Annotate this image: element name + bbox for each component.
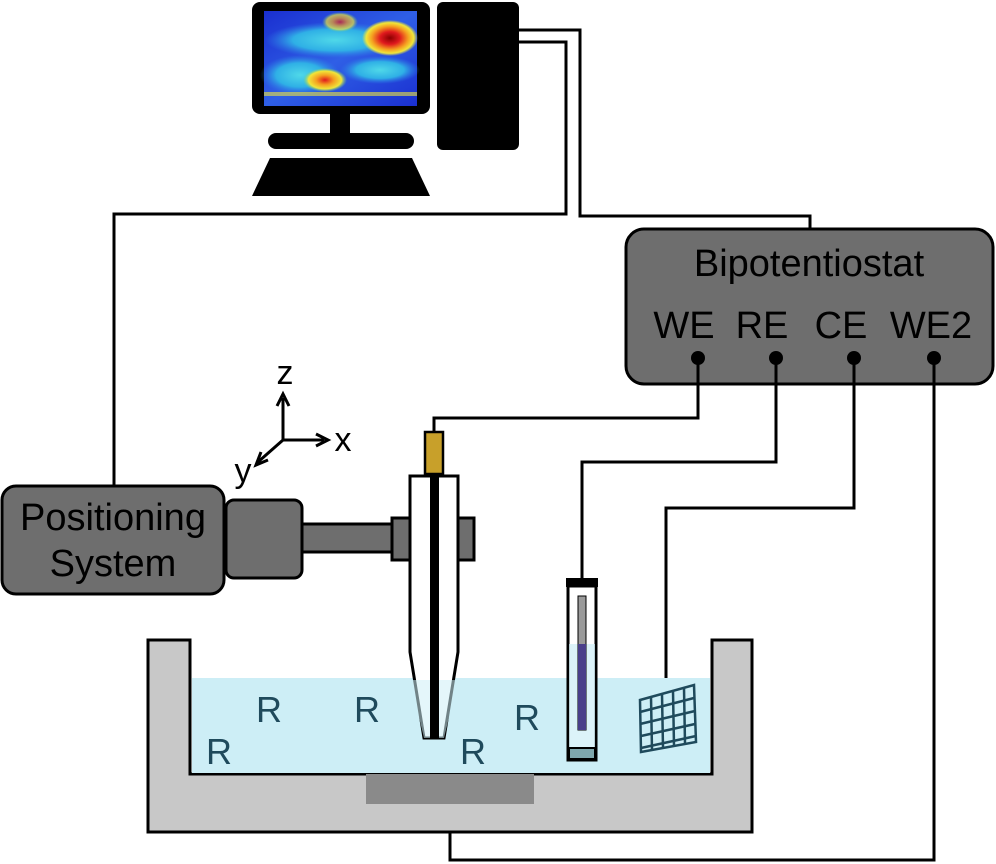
- positioning-system-label-line2: System: [50, 543, 177, 585]
- positioning-system-label-line1: Positioning: [20, 497, 206, 539]
- axis-z-label: z: [277, 354, 294, 392]
- we-wire: [432, 358, 700, 432]
- bipotentiostat-title: Bipotentiostat: [694, 243, 925, 285]
- species-label: R: [206, 731, 232, 772]
- secm-tip-probe: [408, 430, 460, 740]
- species-label: R: [460, 731, 486, 772]
- axis-y-label: y: [235, 452, 252, 490]
- computer-tower-icon: [437, 2, 519, 150]
- counter-electrode-mesh: [638, 683, 698, 754]
- reference-electrode: [566, 578, 598, 762]
- arm: [300, 522, 396, 554]
- substrate-we2: [366, 774, 534, 804]
- motor-housing: [224, 498, 304, 580]
- terminal-ce-label: CE: [815, 305, 868, 347]
- keyboard-icon: [252, 158, 430, 196]
- coordinate-axes: [253, 390, 332, 468]
- positioning-system: Positioning System: [0, 484, 476, 596]
- terminal-re-label: RE: [736, 305, 789, 347]
- species-label: R: [514, 697, 540, 738]
- terminal-we2-label: WE2: [890, 305, 972, 347]
- bipotentiostat-box: Bipotentiostat WE RE CE WE2: [624, 227, 995, 386]
- axis-x-label: x: [335, 421, 352, 459]
- computer-monitor-icon: [252, 2, 430, 196]
- terminal-we-label: WE: [653, 305, 714, 347]
- ce-wire: [664, 358, 856, 690]
- species-label: R: [256, 689, 282, 730]
- re-wire: [580, 358, 778, 578]
- species-label: R: [354, 689, 380, 730]
- computer-cables: [112, 28, 812, 488]
